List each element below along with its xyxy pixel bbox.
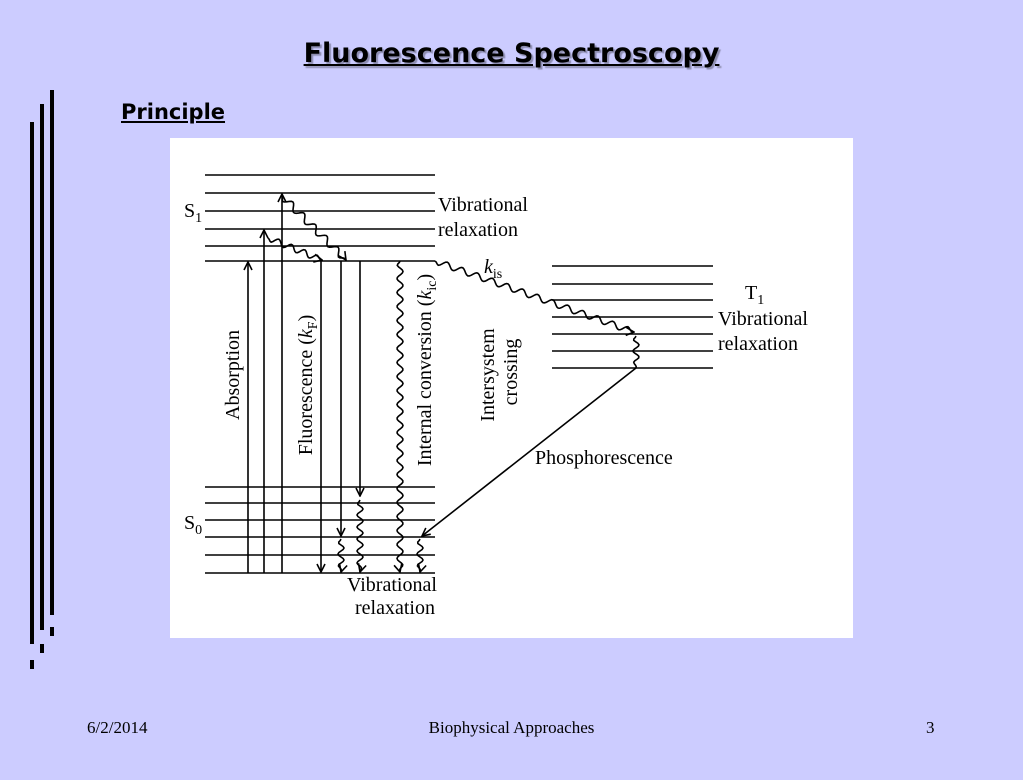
phosphorescence-arrow (422, 367, 637, 536)
slide-subtitle: Principle (121, 100, 226, 124)
intersystem-rate-label: kis (484, 256, 502, 282)
t1-vibrational-relaxation-label-line2: relaxation (718, 333, 798, 355)
s0-relaxation-wave (416, 538, 423, 572)
decorative-bar (50, 627, 54, 636)
s0-relaxation-wave (337, 538, 344, 572)
s1-relaxation-wave (281, 195, 346, 260)
slide-title: Fluorescence Spectroscopy (303, 38, 720, 69)
s1-energy-levels (205, 174, 435, 262)
s0-vibrational-relaxation-label-line2: relaxation (355, 597, 435, 619)
t1-energy-levels (552, 265, 713, 369)
s0-vibrational-relaxation-label-line1: Vibrational (347, 574, 437, 596)
fluorescence-arrows (321, 261, 360, 572)
footer-date: 6/2/2014 (87, 718, 148, 737)
s1-vibrational-relaxation-arrows (267, 195, 346, 260)
absorption-label: Absorption (222, 330, 244, 420)
decorative-bar (40, 104, 44, 630)
s1-label: S1 (184, 200, 202, 226)
intersystem-crossing-label-line1: Intersystem (477, 328, 499, 422)
intersystem-crossing-label-line2: crossing (500, 339, 522, 406)
internal-conversion-label: Internal conversion (kic) (414, 274, 440, 466)
footer-title: Biophysical Approaches (428, 718, 595, 737)
jablonski-diagram: S1 S0 T1 Absorption Fluorescence (kF) In… (184, 174, 808, 619)
absorption-arrows (248, 194, 282, 573)
t1-vibrational-relaxation-label-line1: Vibrational (718, 308, 808, 330)
jablonski-diagram-figure: S1 S0 T1 Absorption Fluorescence (kF) In… (170, 138, 853, 638)
s1-vibrational-relaxation-label-line1: Vibrational (438, 194, 528, 216)
internal-conversion-wave (397, 260, 404, 572)
decorative-bar (50, 90, 54, 615)
intersystem-crossing-wave (434, 260, 634, 332)
s0-vibrational-relaxation-arrows (337, 499, 423, 572)
fluorescence-label: Fluorescence (kF) (295, 315, 321, 456)
t1-label: T1 (745, 282, 764, 308)
s1-vibrational-relaxation-label-line2: relaxation (438, 219, 518, 241)
footer-page-number: 3 (926, 718, 935, 737)
s1-relaxation-wave (267, 237, 322, 260)
decorative-bar (30, 122, 34, 644)
t1-relaxation-wave (632, 335, 640, 369)
s0-relaxation-wave (356, 499, 363, 572)
s0-label: S0 (184, 512, 202, 538)
s0-energy-levels (205, 486, 435, 574)
decorative-bar (40, 644, 44, 653)
decorative-bar (30, 660, 34, 669)
phosphorescence-label: Phosphorescence (535, 447, 673, 469)
